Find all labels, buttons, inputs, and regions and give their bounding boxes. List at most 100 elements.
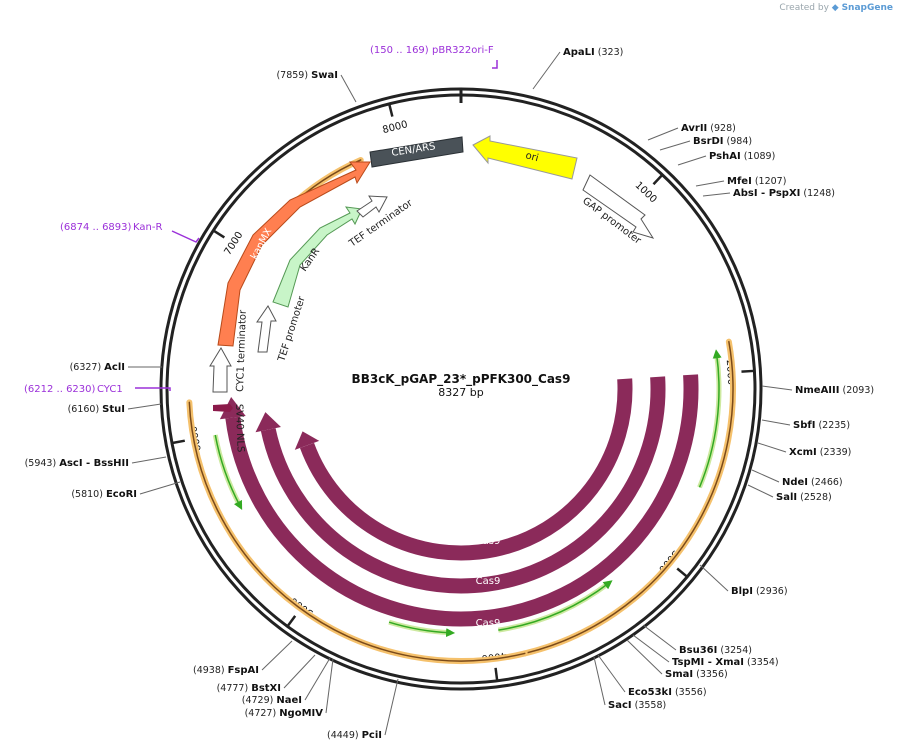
enzyme-site: SmaI (3356) [665,669,728,680]
sv40-nls-feature [213,404,233,412]
orf-arc-core [188,401,526,662]
enzyme-leader [677,155,707,166]
cas9-arc [225,374,699,627]
snapgene-logo-icon: ◆ [831,3,839,13]
credit-brand: SnapGene [841,3,893,13]
enzyme-leader [384,678,399,736]
ruler-tick [172,439,186,445]
enzyme-site: (4938) FspAI [193,665,259,676]
enzyme-leader [626,639,663,675]
enzyme-leader [761,385,793,391]
tef-terminator-feature [356,195,388,218]
enzyme-leader [632,634,670,663]
enzyme-leader [304,657,331,701]
enzyme-leader [761,419,791,426]
enzyme-leader [139,481,181,495]
primer-range: (6874 .. 6893) [60,222,132,233]
restriction-sites: ApaLI (323) AvrII (928) BsrDI (984) PshAI (… [25,47,875,741]
enzyme-site: ApaLI (323) [563,47,623,58]
enzyme-site: TspMI - XmaI (3354) [672,657,779,668]
enzyme-site: (4729) NaeI [242,695,302,706]
cas9-arc [260,376,666,594]
enzyme-site: (5943) AscI - BssHII [25,458,129,469]
enzyme-leader [699,564,729,592]
primer-leader [492,60,498,69]
cyc1-terminator-feature [209,347,232,393]
ruler-tick [741,369,754,373]
enzyme-leader [647,127,679,141]
enzyme-site: Eco53kI (3556) [628,687,707,698]
enzyme-site: BlpI (2936) [731,586,788,597]
orf-arc-arrow [498,580,613,631]
primer-leader [135,387,171,391]
ruler-tick [652,174,663,186]
snapgene-credit: Created by ◆ SnapGene [779,3,893,13]
orf-arc-arrow [388,621,456,638]
ruler-tick-label: 8000 [381,119,408,136]
orf-arc-core [523,340,734,655]
ori-feature [472,135,578,180]
cyc1-terminator-label: CYC1 terminator [235,309,249,392]
ruler-tick [494,667,499,680]
enzyme-leader [747,484,774,498]
enzyme-leader [325,658,334,714]
enzyme-site: XcmI (2339) [789,447,851,458]
cas9-label: Cas9 [476,536,501,547]
cas9-label: Cas9 [476,576,501,587]
enzyme-leader [131,456,167,464]
enzyme-leader [127,403,162,410]
enzyme-leader [340,74,357,103]
enzyme-site: NdeI (2466) [782,477,843,488]
plasmid-name: BB3cK_pGAP_23*_pPFK300_Cas9 [352,372,571,387]
ruler-tick-label: 7000 [223,230,246,257]
enzyme-leader [702,192,731,197]
primer-range: (150 .. 169) [370,45,429,56]
enzyme-site: SacI (3558) [608,700,666,711]
enzyme-site: (5810) EcoRI [71,489,137,500]
primer-name: pBR322ori-F [432,45,494,56]
enzyme-leader [261,640,293,671]
primer-name: CYC1 [97,384,123,395]
enzyme-site: Bsu36I (3254) [679,645,752,656]
ruler-tick [213,229,226,239]
cas9-label: Cas9 [476,618,501,629]
ori-label: ori [524,150,539,164]
enzyme-site: (6327) AclI [70,362,125,373]
enzyme-site: AvrII (928) [681,123,736,134]
sv40-nls-label: SV40 NLS [233,404,246,453]
enzyme-leader [642,624,677,651]
primer-range: (6212 .. 6230) [24,384,96,395]
tef-promoter-feature [256,305,277,353]
enzyme-site: AbsI - PspXI (1248) [733,188,835,199]
cas9-arrow-head [294,431,320,450]
gap-promoter-feature [582,174,655,239]
primer-name: Kan-R [133,222,162,233]
enzyme-site: SbfI (2235) [793,420,850,431]
ruler-tick [676,567,688,578]
enzyme-leader [659,140,691,151]
primer-leader [171,230,200,243]
orf-arc-arrow [214,434,243,510]
ruler-tick [388,104,394,117]
plasmid-size: 8327 bp [438,386,483,399]
enzyme-leader [751,469,780,483]
enzyme-site: MfeI (1207) [727,176,786,187]
enzyme-leader [695,180,725,187]
primer-annotations: (150 .. 169) pBR322ori-F (6874 .. 6893) … [24,45,498,395]
enzyme-leader [532,51,561,90]
cas9-arc [299,378,633,561]
orf-arc [697,353,722,489]
enzyme-leader [757,442,787,453]
enzyme-site: (4449) PciI [327,730,382,741]
upper-features: CEN/ARS ori GAP promoter kanMX KanR TEF … [209,135,655,453]
cas9-arrow-head [255,412,281,433]
ruler-tick [287,615,297,627]
cen-ars-feature [369,136,464,168]
enzyme-site: PshAI (1089) [709,151,775,162]
enzyme-site: NmeAIII (2093) [795,385,874,396]
enzyme-site: BsrDI (984) [693,136,752,147]
enzyme-site: SalI (2528) [776,492,832,503]
enzyme-site: (4777) BstXI [217,683,281,694]
